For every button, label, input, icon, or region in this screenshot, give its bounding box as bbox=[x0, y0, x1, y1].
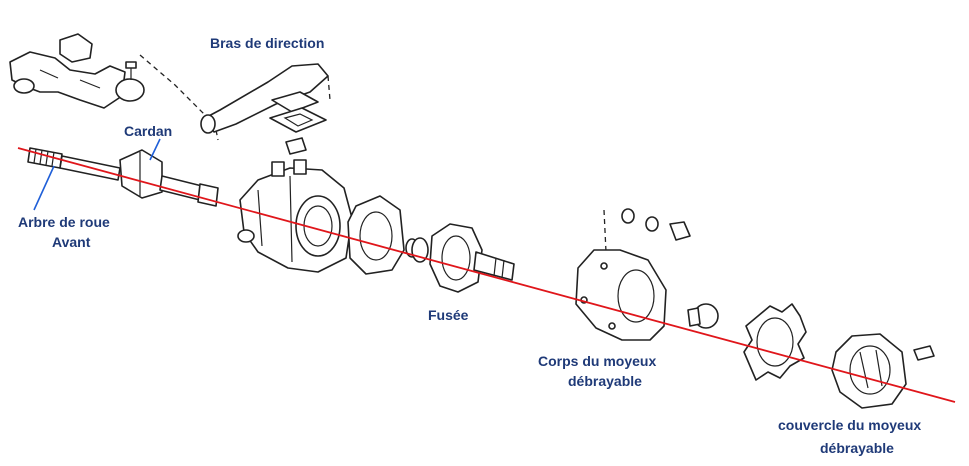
cardan-leader bbox=[149, 138, 161, 161]
label-corps-line2: débrayable bbox=[568, 373, 642, 389]
label-cardan: Cardan bbox=[124, 123, 172, 139]
gasket bbox=[347, 195, 405, 275]
hub-cover bbox=[831, 333, 935, 409]
wheel-shaft bbox=[27, 147, 219, 207]
label-couvercle-line1: couvercle du moyeux bbox=[778, 417, 921, 433]
arbre-leader bbox=[33, 165, 55, 211]
lock-nut bbox=[687, 303, 719, 329]
steering-arm bbox=[200, 63, 331, 155]
star-gasket-hole bbox=[756, 317, 794, 367]
label-fusee: Fusée bbox=[428, 307, 469, 323]
label-arbre-line2: Avant bbox=[52, 234, 91, 250]
hub-dashed-link bbox=[603, 209, 607, 253]
knuckle-housing bbox=[237, 159, 353, 273]
label-corps-line1: Corps du moyeux bbox=[538, 353, 656, 369]
axis-line bbox=[17, 147, 956, 403]
hub-body bbox=[575, 249, 667, 341]
small-caps bbox=[621, 208, 691, 241]
label-arbre-line1: Arbre de roue bbox=[18, 214, 110, 230]
steering-linkage bbox=[9, 33, 145, 109]
spindle bbox=[429, 223, 515, 293]
label-couvercle-line2: débrayable bbox=[820, 440, 894, 456]
label-bras-de-direction: Bras de direction bbox=[210, 35, 324, 51]
steering-dashed-link bbox=[139, 54, 219, 141]
star-gasket bbox=[743, 303, 807, 381]
